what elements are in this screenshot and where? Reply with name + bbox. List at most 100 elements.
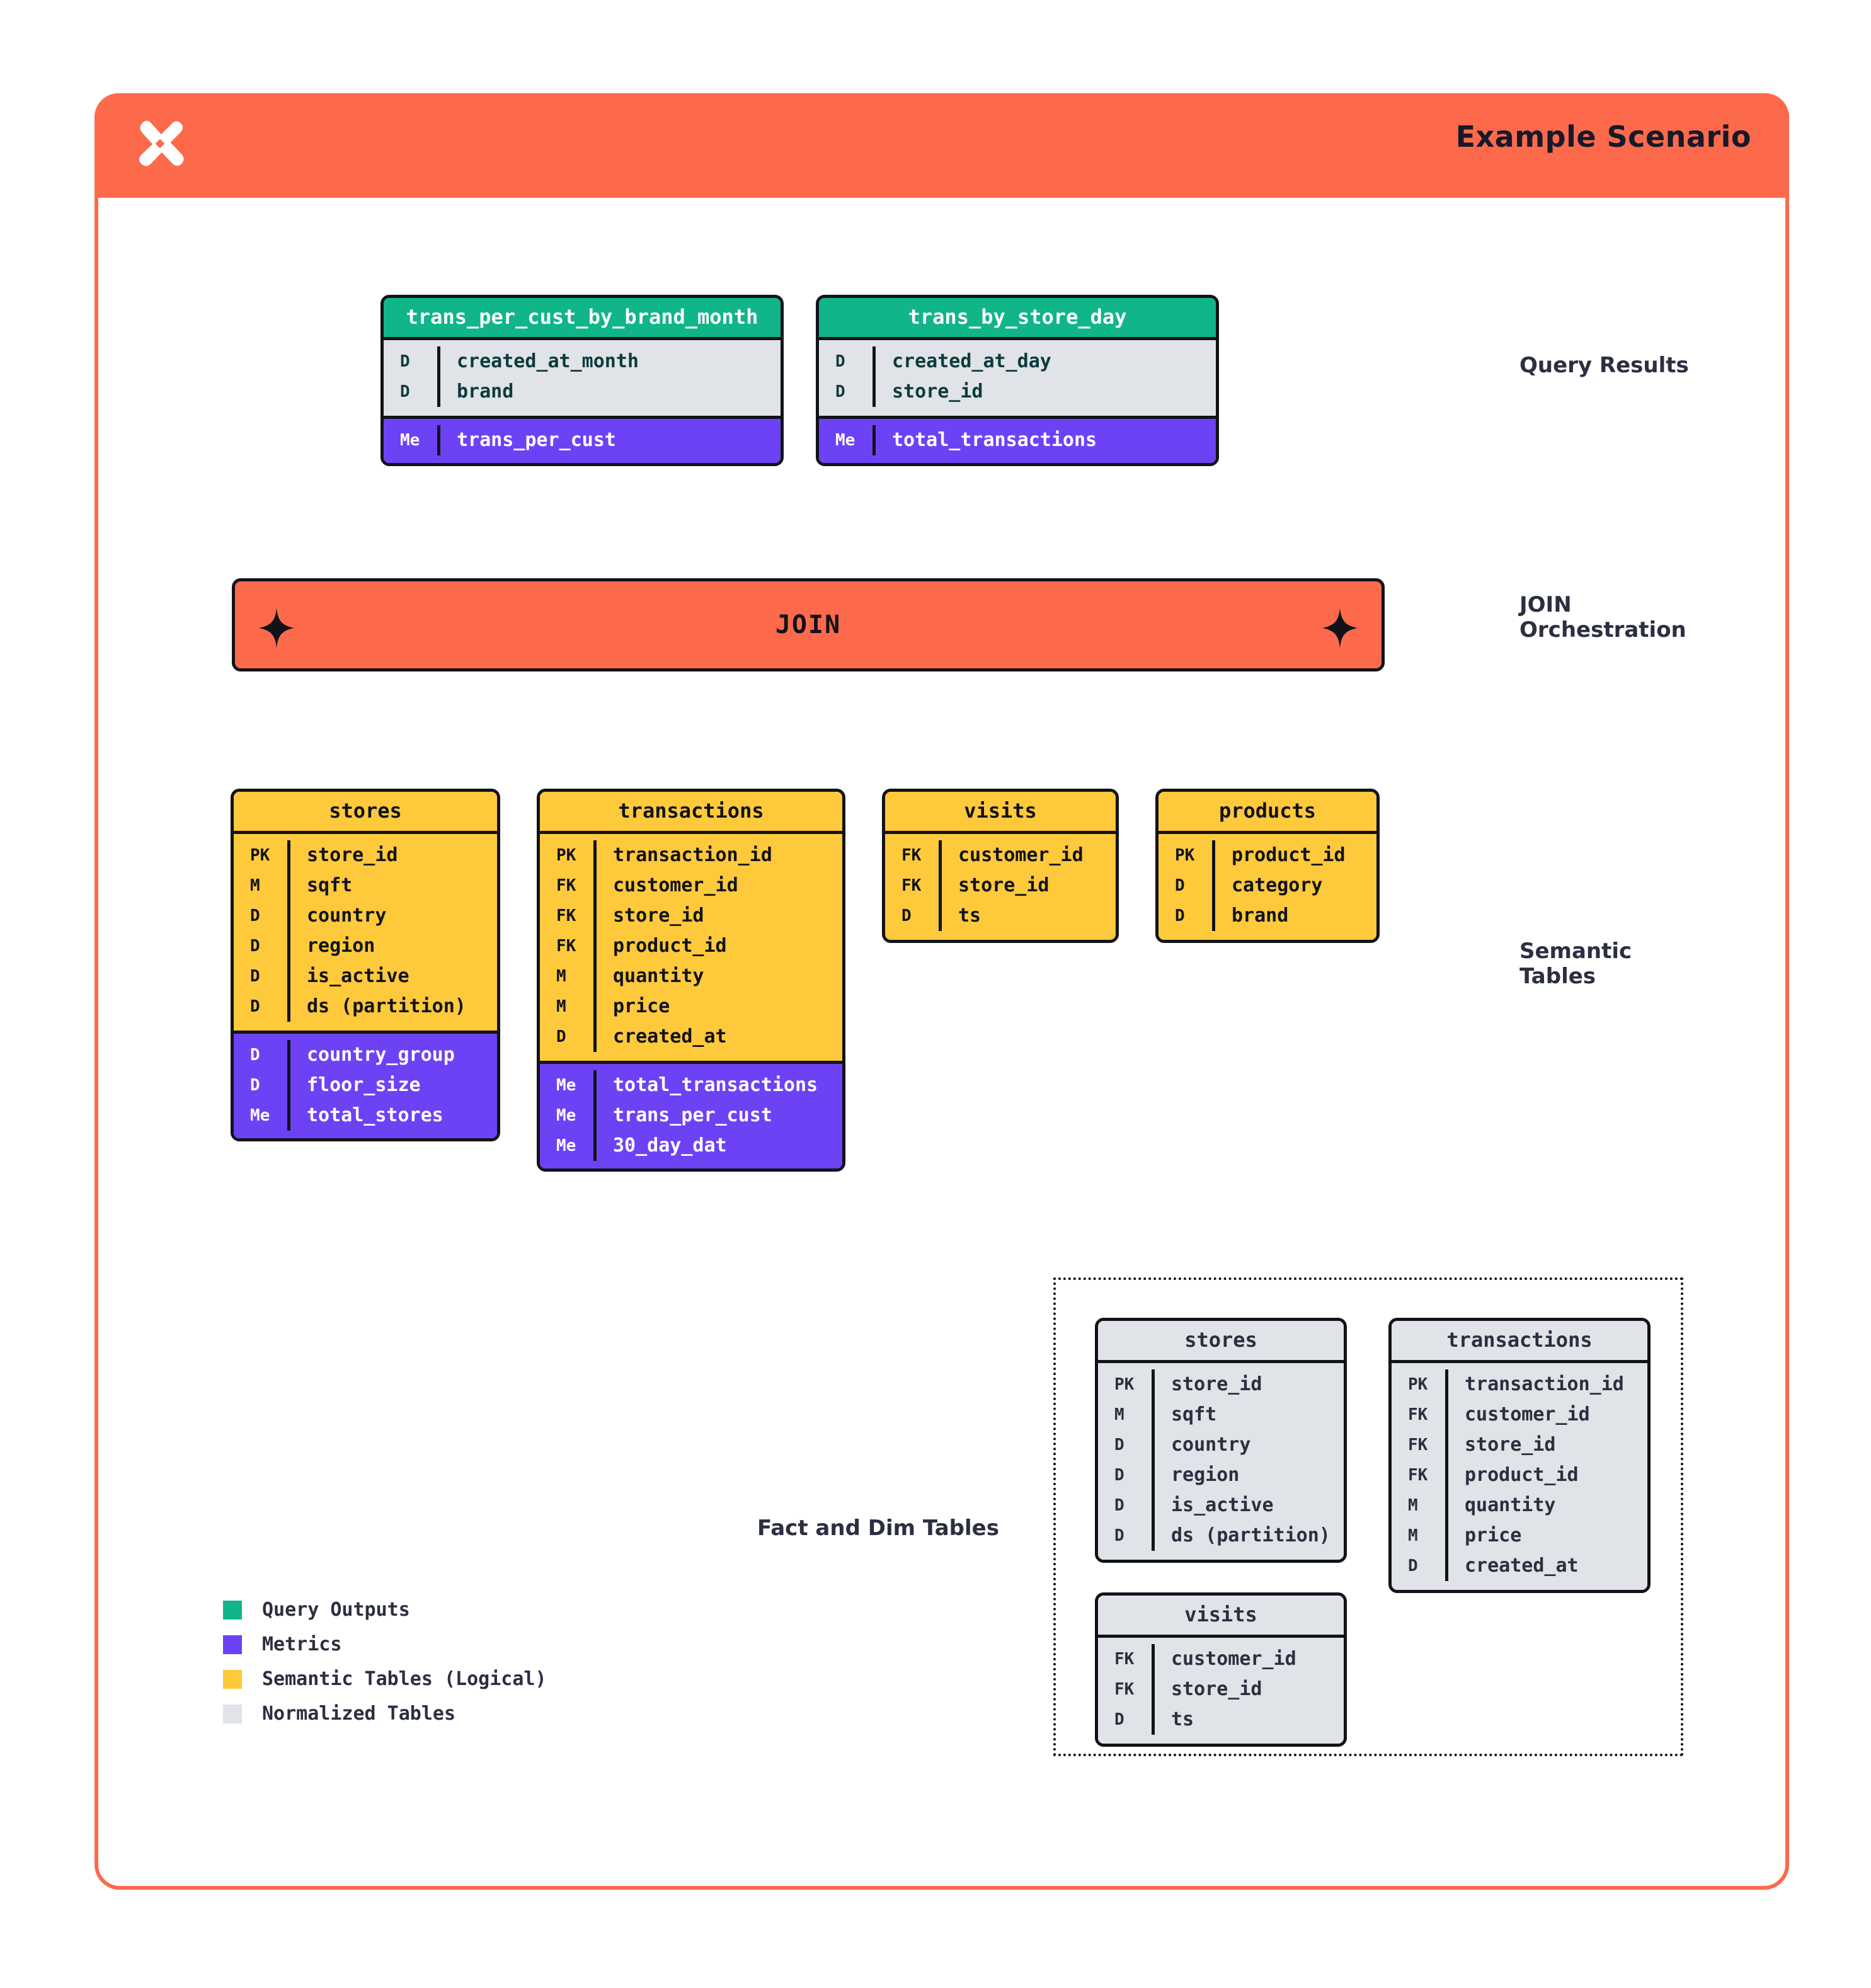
row-kind: Me xyxy=(540,1131,597,1161)
row-kind: FK xyxy=(540,871,597,901)
row-kind: Me xyxy=(819,425,876,455)
row-kind: D xyxy=(1392,1551,1448,1581)
legend-label: Query Outputs xyxy=(262,1599,410,1621)
table-header: trans_by_store_day xyxy=(819,298,1216,337)
row-kind: D xyxy=(384,346,440,377)
row-field: country xyxy=(1171,1434,1251,1456)
table-row: FK customer_id xyxy=(540,871,842,901)
row-field: created_at_day xyxy=(892,350,1051,372)
table-header: visits xyxy=(1098,1596,1344,1635)
row-field: store_id xyxy=(1171,1373,1262,1395)
annotation-semantic-line1: Semantic Tables xyxy=(1519,939,1632,990)
row-kind: Me xyxy=(234,1100,290,1131)
join-orchestration-bar[interactable]: JOIN xyxy=(232,578,1385,671)
row-field: transaction_id xyxy=(1465,1373,1624,1395)
row-kind: FK xyxy=(1098,1674,1155,1705)
row-kind: Me xyxy=(384,425,440,455)
row-kind: FK xyxy=(540,901,597,931)
row-kind: D xyxy=(885,901,942,931)
legend-item-normalized-tables: Normalized Tables xyxy=(223,1696,547,1731)
row-field: quantity xyxy=(613,965,704,987)
row-kind: D xyxy=(1098,1430,1155,1460)
row-field: product_id xyxy=(1232,844,1346,866)
table-row: D brand xyxy=(384,377,781,407)
row-kind: M xyxy=(540,961,597,991)
row-field: trans_per_cust xyxy=(457,429,616,451)
row-field: brand xyxy=(1232,905,1289,927)
row-field: sqft xyxy=(1171,1403,1217,1425)
row-field: is_active xyxy=(307,965,409,987)
row-field: ts xyxy=(958,905,981,927)
annotation-join-line1: JOIN xyxy=(1519,592,1572,617)
annotation-query-results: Query Results xyxy=(1519,353,1689,378)
row-kind: M xyxy=(1392,1490,1448,1521)
table-header: trans_per_cust_by_brand_month xyxy=(384,298,781,337)
row-field: created_at xyxy=(1465,1555,1579,1577)
row-field: price xyxy=(613,995,670,1017)
row-kind: D xyxy=(1098,1521,1155,1551)
row-kind: FK xyxy=(1392,1400,1448,1430)
row-field: customer_id xyxy=(1171,1648,1296,1670)
table-row: Me trans_per_cust xyxy=(540,1100,842,1131)
query-result-table-trans-per-cust-by-brand-month[interactable]: trans_per_cust_by_brand_month D created_… xyxy=(380,295,784,466)
row-field: price xyxy=(1465,1524,1522,1546)
row-kind: D xyxy=(384,377,440,407)
row-field: trans_per_cust xyxy=(613,1104,772,1126)
row-field: store_id xyxy=(307,844,398,866)
row-field: customer_id xyxy=(613,874,738,896)
row-kind: PK xyxy=(234,840,290,871)
annotation-join-line2: Orchestration xyxy=(1519,617,1686,643)
row-field: ts xyxy=(1171,1708,1194,1730)
row-field: store_id xyxy=(892,380,983,403)
legend-label: Semantic Tables (Logical) xyxy=(262,1668,547,1690)
row-kind: M xyxy=(1098,1400,1155,1430)
query-result-table-trans-by-store-day[interactable]: trans_by_store_day D created_at_day D st… xyxy=(816,295,1219,466)
table-row: D created_at_month xyxy=(384,346,781,377)
row-field: 30_day_dat xyxy=(613,1134,727,1157)
annotation-fact-and-dim-tables: Fact and Dim Tables xyxy=(757,1516,999,1541)
row-kind: D xyxy=(234,1040,290,1070)
table-row: PK store_id xyxy=(234,840,497,871)
x-sparkle-logo-icon xyxy=(131,115,189,173)
row-kind: FK xyxy=(1392,1430,1448,1460)
table-header: transactions xyxy=(1392,1321,1647,1360)
title-bar: Example Scenario xyxy=(94,93,1789,198)
row-field: total_transactions xyxy=(613,1074,818,1096)
row-field: transaction_id xyxy=(613,844,772,866)
row-kind: D xyxy=(234,961,290,991)
legend-item-semantic-tables: Semantic Tables (Logical) xyxy=(223,1662,547,1696)
row-kind: FK xyxy=(1392,1460,1448,1490)
row-kind: Me xyxy=(540,1100,597,1131)
legend-swatch-semantic-tables xyxy=(223,1669,242,1689)
